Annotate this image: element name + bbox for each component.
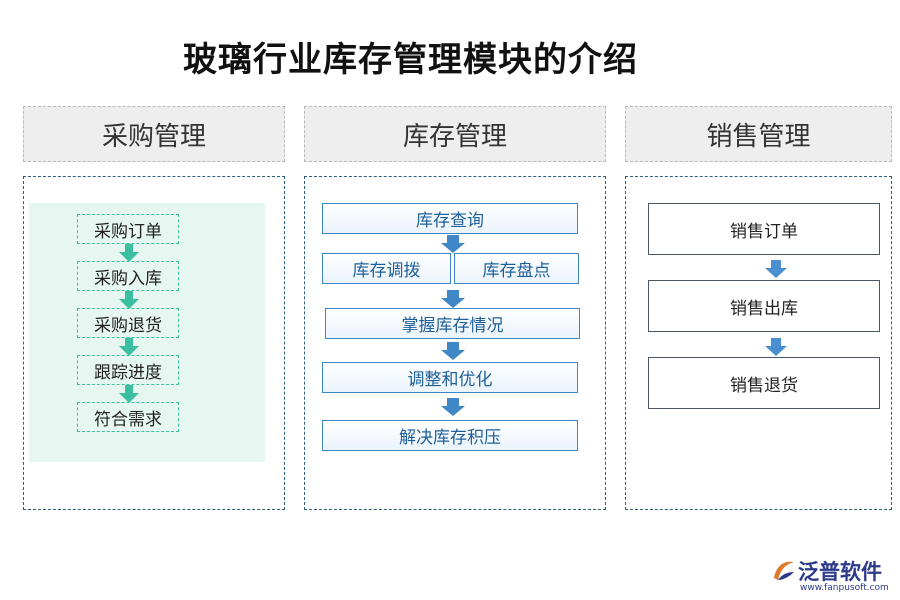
purchase-step-track: 跟踪进度 — [77, 355, 179, 385]
down-arrow-icon — [441, 290, 465, 308]
inventory-step-adjust: 调整和优化 — [322, 362, 578, 393]
brand-logo-icon — [774, 561, 794, 580]
sales-step-return: 销售退货 — [648, 357, 880, 409]
page-title: 玻璃行业库存管理模块的介绍 — [183, 40, 638, 80]
inventory-step-query: 库存查询 — [322, 203, 578, 234]
panel-sales — [625, 176, 892, 510]
purchase-step-return: 采购退货 — [77, 308, 179, 338]
down-arrow-icon — [119, 385, 139, 403]
purchase-step-order: 采购订单 — [77, 214, 179, 244]
heading-inventory: 库存管理 — [304, 106, 606, 162]
purchase-step-meet: 符合需求 — [77, 402, 179, 432]
down-arrow-icon — [119, 244, 139, 262]
brand-name: 泛普软件 — [798, 560, 882, 584]
down-arrow-icon — [441, 398, 465, 416]
heading-sales: 销售管理 — [625, 106, 892, 162]
down-arrow-icon — [441, 342, 465, 360]
down-arrow-icon — [765, 338, 787, 356]
down-arrow-icon — [765, 260, 787, 278]
inventory-step-grasp: 掌握库存情况 — [325, 308, 580, 339]
purchase-step-inbound: 采购入库 — [77, 261, 179, 291]
panel-inventory — [304, 176, 606, 510]
down-arrow-icon — [119, 338, 139, 356]
inventory-step-transfer: 库存调拨 — [322, 253, 451, 284]
inventory-step-stocktake: 库存盘点 — [454, 253, 579, 284]
brand-logo: 泛普软件 www.fanpusoft.com — [770, 556, 892, 596]
down-arrow-icon — [441, 235, 465, 253]
inventory-step-resolve: 解决库存积压 — [322, 420, 578, 451]
brand-url: www.fanpusoft.com — [800, 583, 889, 593]
sales-step-order: 销售订单 — [648, 203, 880, 255]
panel-purchase — [23, 176, 285, 510]
heading-purchase: 采购管理 — [23, 106, 285, 162]
down-arrow-icon — [119, 291, 139, 309]
sales-step-outbound: 销售出库 — [648, 280, 880, 332]
